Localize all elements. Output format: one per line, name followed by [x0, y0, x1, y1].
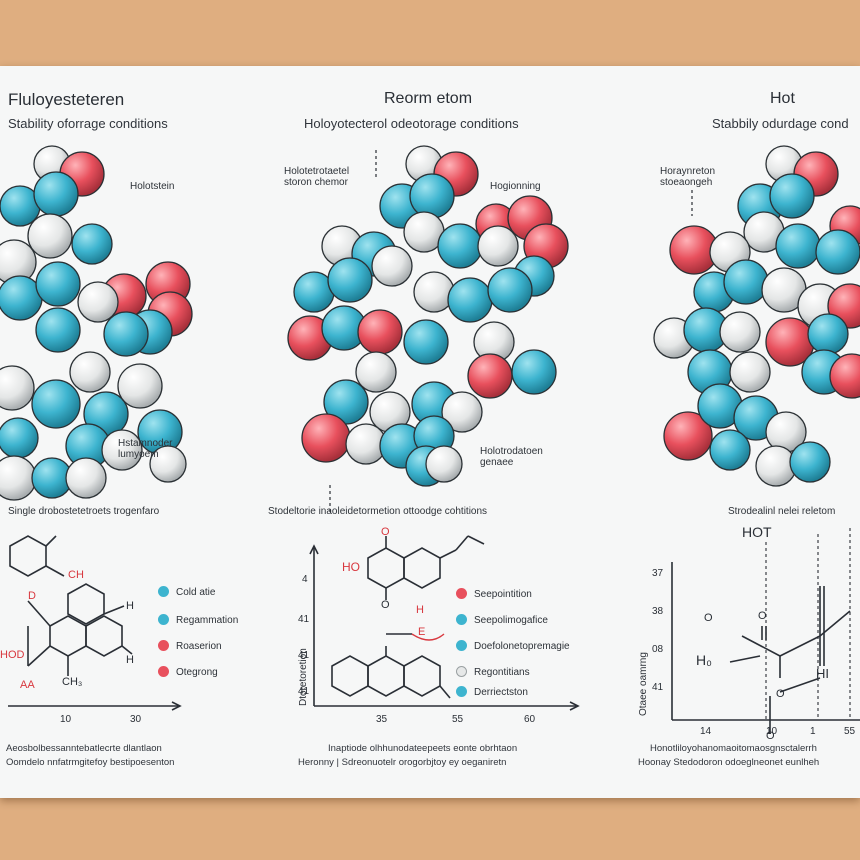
structure-diagram-2 — [309, 535, 580, 711]
panel-cold: Fluloyesteteren Stability oforrage condi… — [0, 66, 284, 798]
legend-label: Regontitians — [474, 667, 530, 678]
legend-label: Doefolonetopremagie — [474, 641, 570, 652]
y-tick: 4 — [302, 574, 308, 585]
legend-swatch — [456, 614, 467, 625]
y-tick: 41 — [298, 650, 310, 661]
legend-item: Otegrong — [158, 666, 218, 678]
legend-item: Regontitians — [456, 666, 530, 678]
y-tick: 41 — [652, 682, 664, 693]
legend-item: Seepolimogafice — [456, 614, 548, 626]
legend-label: Seepointition — [474, 589, 532, 600]
x-tick: 55 — [452, 714, 464, 725]
x-tick: 1 — [810, 726, 816, 737]
x-tick: 35 — [376, 714, 388, 725]
annotation-label: Hogionning — [490, 181, 541, 192]
atom-label: E — [418, 626, 426, 638]
legend-swatch — [456, 686, 467, 697]
panel-subtitle: Holoyotecterol odeotorage conditions — [304, 116, 519, 131]
section-caption: Single drobostetetroets trogenfaro — [8, 506, 160, 517]
atom-label: HI — [816, 666, 829, 681]
atom-label: O — [704, 612, 713, 624]
annotation-label: Hstamnoder lumyoem — [118, 438, 173, 460]
x-tick: 14 — [700, 726, 712, 737]
legend-swatch — [456, 666, 467, 677]
legend-label: Regammation — [176, 615, 239, 626]
footer-line: Hoonay Stedodoron odoeglneonet eunlheh — [638, 757, 820, 768]
footer-line: Heronny | Sdreonuotelr orogorbjtoy ey oe… — [298, 757, 507, 768]
atom-label: CH₃ — [62, 676, 83, 688]
legend-item: Doefolonetopremagie — [456, 640, 570, 652]
legend-item: Derriectston — [456, 686, 528, 698]
legend-swatch — [456, 640, 467, 651]
legend-label: Cold atie — [176, 587, 216, 598]
panel-title: Reorm etom — [384, 90, 473, 107]
annotation-label: Holotrodatoen genaee — [480, 446, 543, 468]
atom-label: H₀ — [696, 652, 712, 668]
y-tick: 41 — [298, 614, 310, 625]
molecule-model-2 — [287, 145, 569, 512]
atom-label: O — [381, 526, 390, 538]
legend-swatch — [158, 640, 169, 651]
y-tick: 37 — [652, 568, 664, 579]
molecule-model-1 — [0, 145, 193, 501]
atom-label: O — [776, 688, 785, 700]
atom-label: H — [416, 604, 424, 616]
y-tick: 38 — [652, 606, 664, 617]
atom-label: D — [28, 590, 36, 602]
y-axis-label: Otaee oamrng — [638, 652, 649, 716]
atom-label: AA — [20, 679, 35, 691]
molecule-model-3 — [653, 145, 860, 487]
panel-title: Hot — [770, 90, 795, 107]
legend-label: Roaserion — [176, 641, 222, 652]
y-tick: 08 — [652, 644, 664, 655]
panel-subtitle: Stability oforrage conditions — [8, 116, 168, 131]
legend-label: Otegrong — [176, 667, 218, 678]
legend-item: Regammation — [158, 614, 238, 626]
atom-label: H — [126, 654, 134, 666]
panel-subtitle: Stabbily odurdage cond — [712, 116, 849, 131]
x-tick: 60 — [524, 714, 536, 725]
atom-label: O — [766, 730, 775, 742]
atom-label: O — [381, 599, 390, 611]
legend-item: Cold atie — [158, 586, 215, 598]
panel-hot: Hot Stabbily odurdage cond — [580, 66, 860, 798]
legend-item: Roaserion — [158, 640, 222, 652]
legend-label: Seepolimogafice — [474, 615, 548, 626]
annotation-label: Holotetrotaetel storon chemor — [284, 166, 350, 188]
chart-note: HOT — [742, 524, 772, 540]
atom-label: O — [758, 610, 767, 622]
legend-swatch — [158, 614, 169, 625]
x-tick: 10 — [60, 714, 72, 725]
atom-label: HO — [342, 560, 360, 574]
infographic-board: Fluloyesteteren Stability oforrage condi… — [0, 66, 860, 798]
legend-label: Derriectston — [474, 687, 528, 698]
legend-swatch — [456, 588, 467, 599]
legend-swatch — [158, 666, 169, 677]
section-caption: Strodealinl nelei reletom — [728, 506, 836, 517]
footer-line: Oomdelo nnfatrmgitefoy bestipoesenton — [6, 757, 175, 768]
legend-swatch — [158, 586, 169, 597]
footer-line: Honotliloyohanomaoitomaosgnsctalerrh — [650, 743, 817, 754]
x-tick: 10 — [766, 726, 778, 737]
footer-line: Inaptiode olhhunodateepeets eonte obrhta… — [328, 743, 518, 754]
legend-item: Seepointition — [456, 588, 532, 600]
annotation-label: Holotstein — [130, 181, 175, 192]
structure-diagram-3 — [671, 528, 860, 734]
x-tick: 30 — [130, 714, 142, 725]
atom-label: CH — [68, 569, 84, 581]
panel-title: Fluloyesteteren — [8, 90, 125, 109]
atom-label: H — [126, 600, 134, 612]
structure-diagram-1 — [8, 535, 182, 711]
x-tick: 55 — [844, 726, 856, 737]
footer-line: Aeosbolbessanntebatlecrte dlantlaon — [6, 743, 162, 754]
panel-room-temp: Reorm etom Holoyotecterol odeotorage con… — [268, 66, 580, 798]
annotation-label: Horaynreton stoeaongeh — [660, 166, 716, 188]
atom-label: HOD — [0, 649, 25, 661]
section-caption: Stodeltorie inaoleidetormetion ottoodge … — [268, 506, 488, 517]
y-tick: 41 — [298, 686, 310, 697]
